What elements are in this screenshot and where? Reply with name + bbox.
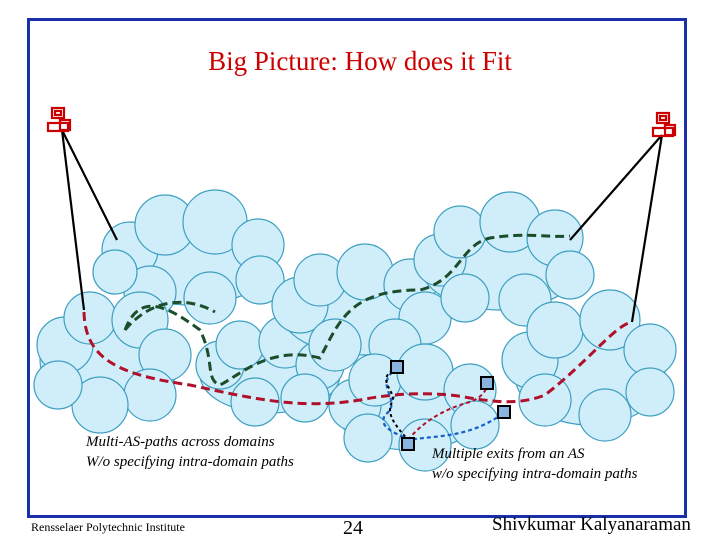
red-as-path: [82, 311, 633, 406]
router-square-icon: [480, 376, 494, 390]
as-cloud-7: [328, 343, 500, 472]
as-cloud-1: [92, 189, 285, 325]
caption-multi-as-paths: Multi-AS-paths across domains W/o specif…: [86, 432, 294, 472]
as-cloud-2: [33, 291, 192, 434]
slide-title: Big Picture: How does it Fit: [208, 46, 512, 76]
footer-author: Shivkumar Kalyanaraman: [492, 514, 691, 535]
host-links: [60, 129, 664, 323]
as-cloud-6: [501, 289, 677, 442]
computer-icon: [651, 111, 677, 138]
caption-line: W/o specifying intra-domain paths: [86, 454, 294, 470]
host-right-link-b: [630, 134, 664, 323]
computer-icon: [46, 106, 72, 133]
green-as-path-branch: [123, 300, 216, 331]
footer-page-number: 24: [343, 517, 363, 539]
green-as-path: [123, 233, 571, 387]
slide-frame: [27, 18, 687, 518]
router-square-icon: [390, 360, 404, 374]
caption-line: w/o specifying intra-domain paths: [432, 466, 638, 482]
as-cloud-5: [413, 191, 595, 327]
host-left-link-b: [60, 129, 86, 311]
blue-exit-path: [382, 367, 506, 442]
router-square-icon: [497, 405, 511, 419]
caption-multiple-exits: Multiple exits from an AS w/o specifying…: [432, 444, 637, 484]
host-left-link-a: [61, 129, 118, 241]
host-right-link-a: [569, 134, 663, 241]
as-cloud-group: [33, 189, 677, 472]
router-square-icon: [401, 437, 415, 451]
red-exit-path: [407, 382, 488, 441]
footer-institution: Rensselaer Polytechnic Institute: [31, 520, 185, 534]
caption-line: Multiple exits from an AS: [432, 446, 585, 462]
black-exit-path: [385, 367, 409, 441]
routers: [390, 360, 511, 451]
caption-line: Multi-AS-paths across domains: [86, 434, 275, 450]
